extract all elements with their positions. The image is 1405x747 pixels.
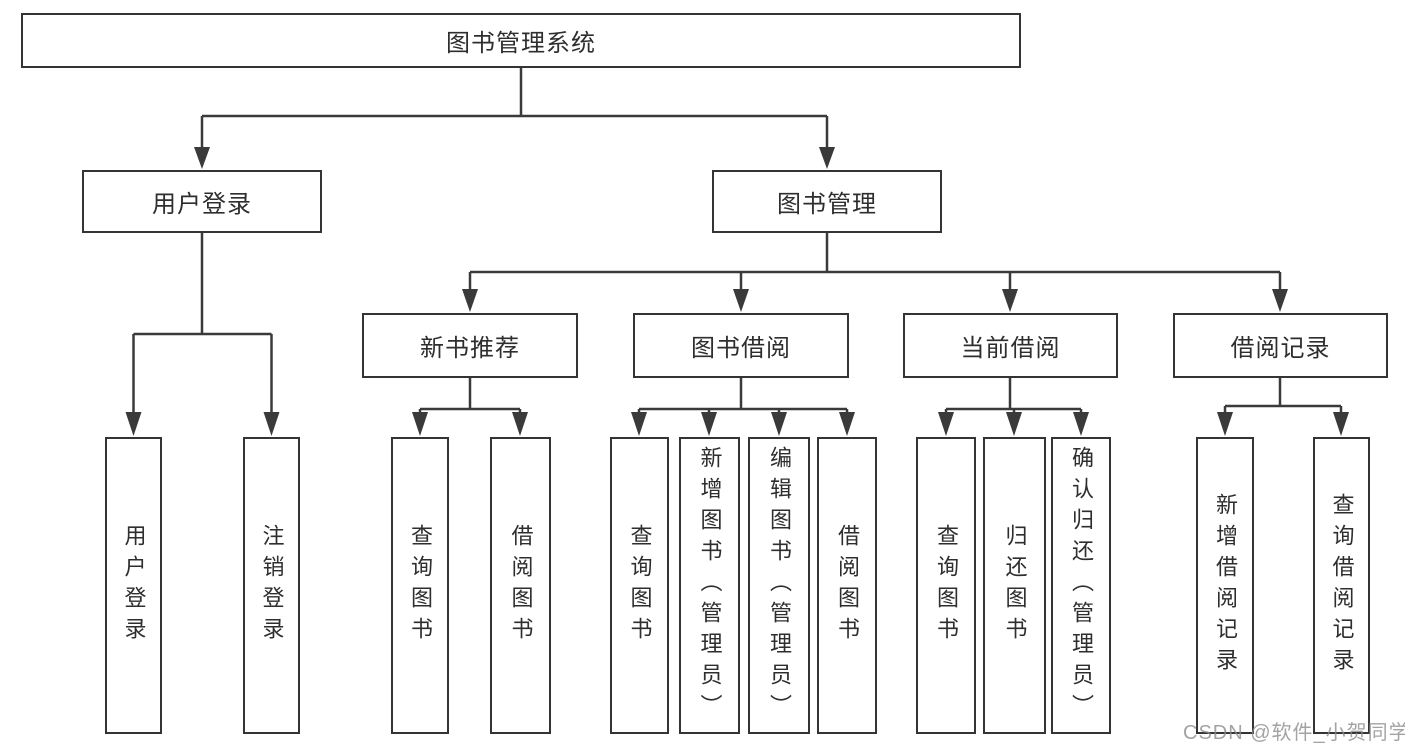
node-borrow-records: 借阅记录 [1173,313,1388,378]
node-user-login: 用户登录 [82,170,322,233]
leaf-records-add-label: 新增借阅记录 [1213,492,1238,679]
leaf-current-query: 查询图书 [916,437,976,734]
connector-book-borrow-to-leaves [631,378,855,436]
leaf-borrow-query-label: 查询图书 [627,523,653,648]
connector-book-mgmt-to-level3 [462,233,1288,312]
node-book-borrow: 图书借阅 [633,313,849,378]
leaf-borrow-add: 新增图书（管理员） [679,437,740,734]
leaf-borrow-borrow-label: 借阅图书 [835,523,860,648]
node-borrow-records-label: 借阅记录 [1230,335,1331,362]
node-new-book-rec-label: 新书推荐 [420,335,520,362]
connector-new-book-rec-to-leaves [412,378,528,436]
connector-current-borrow-to-leaves [938,378,1089,436]
connector-user-login-to-leaves [125,233,280,436]
leaf-borrow-add-label: 新增图书（管理员） [697,446,723,725]
leaf-user-login: 用户登录 [105,437,162,734]
connector-borrow-records-to-leaves [1217,378,1349,436]
leaf-logout-label: 注销登录 [259,523,285,648]
leaf-newbook-query-label: 查询图书 [408,523,433,648]
leaf-records-add: 新增借阅记录 [1196,437,1254,734]
leaf-records-query: 查询借阅记录 [1313,437,1370,734]
leaf-current-query-label: 查询图书 [934,523,959,648]
leaf-borrow-query: 查询图书 [610,437,669,734]
leaf-newbook-borrow-label: 借阅图书 [508,523,534,648]
leaf-logout: 注销登录 [243,437,300,734]
leaf-current-confirm-label: 确认归还（管理员） [1069,446,1094,725]
node-root-label: 图书管理系统 [446,30,596,57]
leaf-borrow-edit-label: 编辑图书（管理员） [767,446,792,725]
node-book-mgmt-label: 图书管理 [777,191,877,218]
node-current-borrow-label: 当前借阅 [960,335,1061,362]
leaf-borrow-borrow: 借阅图书 [817,437,877,734]
node-current-borrow: 当前借阅 [903,313,1118,378]
leaf-current-return-label: 归还图书 [1002,523,1028,648]
node-book-mgmt: 图书管理 [712,170,942,233]
connector-root-to-level2 [194,68,835,169]
leaf-records-query-label: 查询借阅记录 [1329,492,1355,679]
node-book-borrow-label: 图书借阅 [691,335,791,362]
leaf-newbook-borrow: 借阅图书 [490,437,551,734]
leaf-current-confirm: 确认归还（管理员） [1051,437,1111,734]
leaf-current-return: 归还图书 [983,437,1046,734]
leaf-borrow-edit: 编辑图书（管理员） [748,437,810,734]
node-new-book-rec: 新书推荐 [362,313,578,378]
csdn-watermark: CSDN @软件_小贺同学 [1183,722,1405,744]
node-user-login-label: 用户登录 [152,191,252,218]
node-root: 图书管理系统 [21,13,1021,68]
leaf-newbook-query: 查询图书 [391,437,449,734]
leaf-user-login-label: 用户登录 [121,523,147,648]
